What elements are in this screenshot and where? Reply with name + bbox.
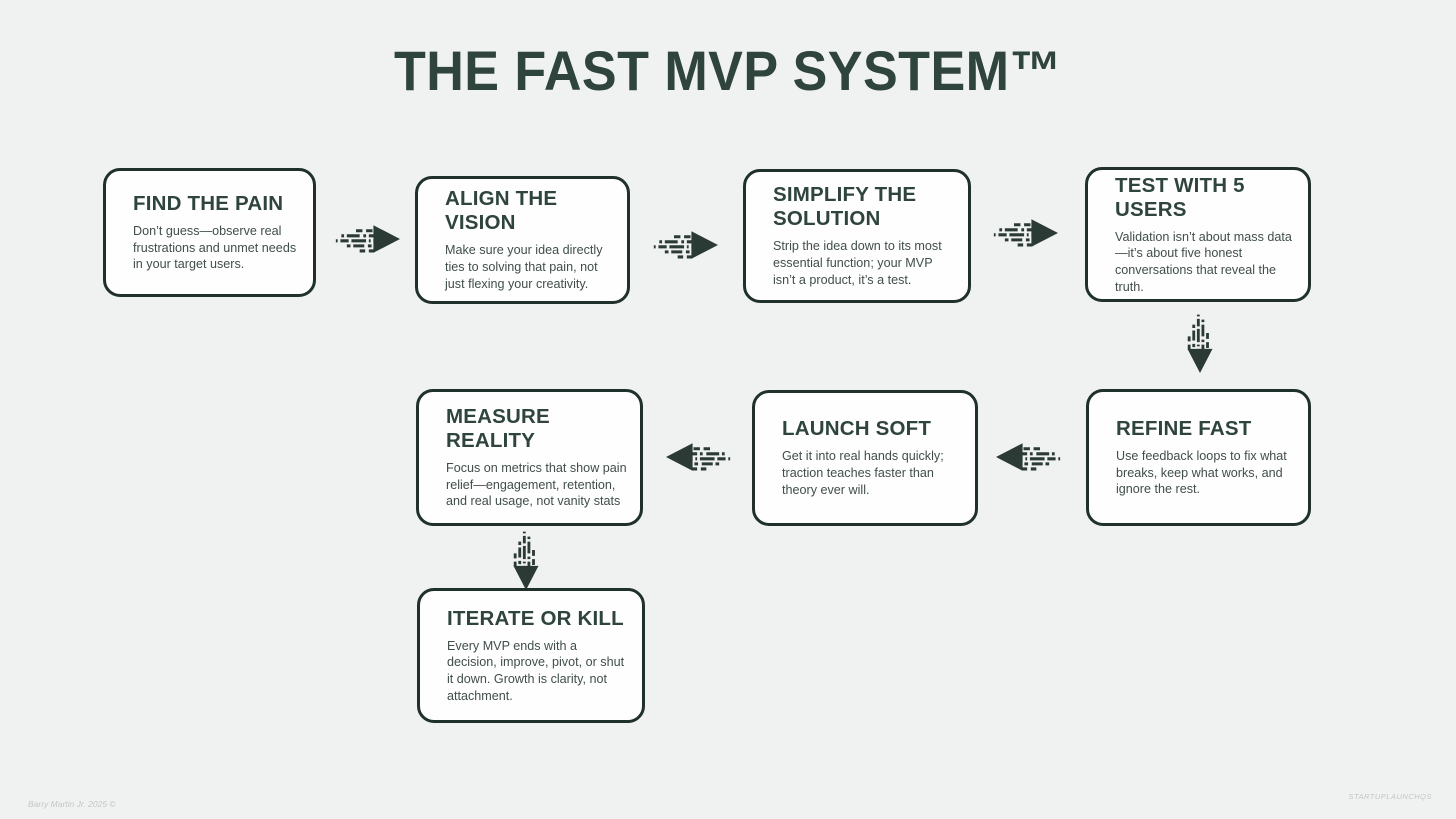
step-card-launch-soft: LAUNCH SOFT Get it into real hands quick… bbox=[752, 390, 978, 526]
speed-arrow-left-icon bbox=[996, 438, 1062, 476]
step-title: ITERATE OR KILL bbox=[447, 606, 624, 630]
step-description: Get it into real hands quickly; traction… bbox=[782, 449, 944, 497]
step-description: Validation isn’t about mass data—it’s ab… bbox=[1115, 229, 1292, 294]
step-description: Focus on metrics that show pain relief—e… bbox=[446, 460, 627, 509]
speed-arrow-down-icon bbox=[1181, 313, 1219, 373]
speed-arrow-right-icon bbox=[652, 226, 718, 264]
step-description: Use feedback loops to fix what breaks, k… bbox=[1116, 448, 1287, 497]
step-title: MEASURE REALITY bbox=[446, 404, 550, 452]
brand-watermark: STARTUPLAUNCHQS bbox=[1348, 792, 1432, 801]
step-card-find-the-pain: FIND THE PAIN Don’t guess—observe real f… bbox=[103, 168, 316, 297]
step-card-refine-fast: REFINE FAST Use feedback loops to fix wh… bbox=[1086, 389, 1311, 526]
step-card-measure-reality: MEASURE REALITY Focus on metrics that sh… bbox=[416, 389, 643, 526]
step-title: FIND THE PAIN bbox=[133, 191, 284, 215]
speed-arrow-right-icon bbox=[334, 220, 400, 258]
step-title: LAUNCH SOFT bbox=[782, 417, 932, 441]
step-title: ALIGN THE VISION bbox=[445, 187, 558, 235]
step-card-simplify-the-solution: SIMPLIFY THE SOLUTION Strip the idea dow… bbox=[743, 169, 971, 303]
step-card-test-with-5-users: TEST WITH 5 USERS Validation isn’t about… bbox=[1085, 167, 1311, 302]
step-title: REFINE FAST bbox=[1116, 416, 1252, 440]
step-card-iterate-or-kill: ITERATE OR KILL Every MVP ends with a de… bbox=[417, 588, 645, 723]
step-description: Strip the idea down to its most essentia… bbox=[773, 239, 942, 287]
step-title: SIMPLIFY THE SOLUTION bbox=[773, 183, 917, 231]
speed-arrow-left-icon bbox=[666, 438, 732, 476]
step-description: Don’t guess—observe real frustrations an… bbox=[133, 223, 297, 272]
step-card-align-the-vision: ALIGN THE VISION Make sure your idea dir… bbox=[415, 176, 630, 304]
page-title: THE FAST MVP SYSTEM™ bbox=[393, 39, 1063, 102]
step-description: Every MVP ends with a decision, improve,… bbox=[447, 638, 625, 703]
author-credit: Barry Martin Jr. 2025 © bbox=[28, 799, 116, 809]
step-description: Make sure your idea directly ties to sol… bbox=[445, 243, 603, 291]
speed-arrow-right-icon bbox=[992, 214, 1058, 252]
step-title: TEST WITH 5 USERS bbox=[1115, 173, 1245, 221]
speed-arrow-down-icon bbox=[507, 530, 545, 590]
